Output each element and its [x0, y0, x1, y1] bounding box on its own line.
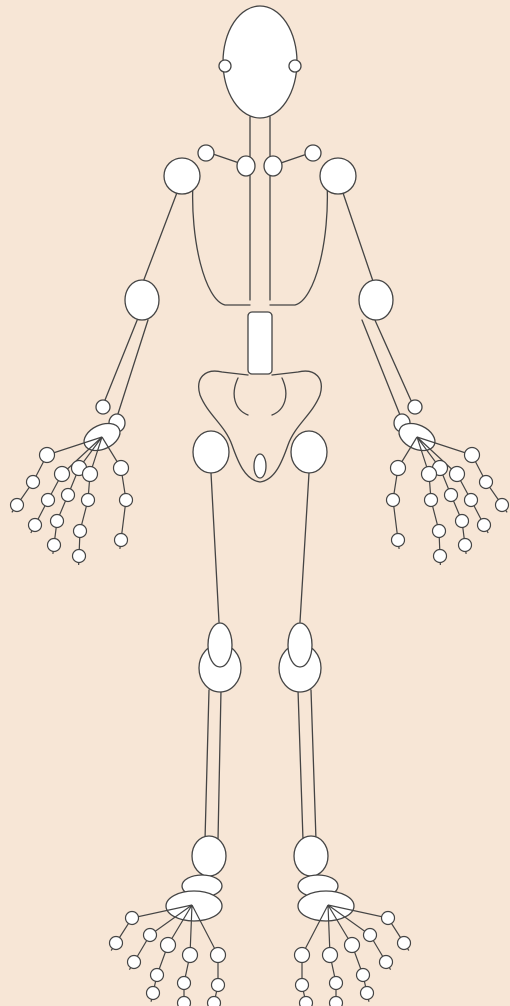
hand-left-digit-1-joint-1 [40, 448, 55, 463]
foot-right-digit-1-joint-1 [382, 912, 395, 925]
foot-right-digit-4-joint-2 [330, 977, 343, 990]
foot-right-digit-5-joint-2 [296, 979, 309, 992]
hand-right-digit-4-joint-2 [425, 494, 438, 507]
skull [223, 6, 297, 118]
hand-left-digit-3-joint-3 [51, 515, 64, 528]
knee-right-joint-inner [288, 623, 312, 667]
hand-left-digit-4-joint-3 [74, 525, 87, 538]
foot-right-digit-1-joint-2 [398, 937, 411, 950]
hand-right-digit-4-joint-3 [433, 525, 446, 538]
hand-right-digit-1-joint-1 [465, 448, 480, 463]
foot-right-digit-3-joint-2 [357, 969, 370, 982]
hip-left-joint [193, 431, 229, 473]
hand-left-digit-5-joint-1 [114, 461, 129, 476]
heel-right-b [298, 891, 354, 921]
wrist-left-joint-a [96, 400, 110, 414]
hand-right-digit-4-joint-4 [434, 550, 447, 563]
shoulder-left-joint [164, 158, 200, 194]
foot-left-digit-4-joint-1 [183, 948, 198, 963]
ankle-left-joint [192, 836, 226, 876]
coccyx [254, 454, 266, 478]
foot-left-digit-3-joint-2 [151, 969, 164, 982]
ear-right-joint [289, 60, 301, 72]
hand-left-digit-2-joint-3 [29, 519, 42, 532]
hand-right-digit-3-joint-3 [456, 515, 469, 528]
foot-right-digit-2-joint-1 [364, 929, 377, 942]
shoulder-right-joint [320, 158, 356, 194]
sternum-left-joint [237, 156, 255, 176]
hand-left-digit-4-joint-1 [83, 467, 98, 482]
foot-left-digit-4-joint-3 [178, 997, 191, 1006]
foot-left-digit-3-joint-1 [161, 938, 176, 953]
foot-left-digit-4-joint-2 [178, 977, 191, 990]
foot-left-digit-2-joint-2 [128, 956, 141, 969]
foot-left-digit-2-joint-1 [144, 929, 157, 942]
foot-left-digit-5-joint-2 [212, 979, 225, 992]
hand-left-digit-1-joint-3 [11, 499, 24, 512]
foot-left-digit-5-joint-3 [208, 997, 221, 1006]
elbow-left-joint [125, 280, 159, 320]
foot-right-digit-4-joint-3 [330, 997, 343, 1006]
hand-left-digit-3-joint-4 [48, 539, 61, 552]
heel-left-b [166, 891, 222, 921]
hand-right-digit-2-joint-1 [450, 467, 465, 482]
hand-right-digit-5-joint-2 [387, 494, 400, 507]
foot-right-digit-2-joint-2 [380, 956, 393, 969]
foot-left-digit-1-joint-1 [126, 912, 139, 925]
foot-left-digit-5-joint-1 [211, 948, 226, 963]
foot-right-digit-5-joint-1 [295, 948, 310, 963]
foot-right-digit-4-joint-1 [323, 948, 338, 963]
hand-left-digit-5-joint-3 [115, 534, 128, 547]
hand-right-digit-4-joint-1 [422, 467, 437, 482]
elbow-right-joint [359, 280, 393, 320]
foot-right-digit-3-joint-3 [361, 987, 374, 1000]
ear-left-joint [219, 60, 231, 72]
hand-left-digit-2-joint-2 [42, 494, 55, 507]
hand-left-digit-4-joint-4 [73, 550, 86, 563]
foot-left-digit-1-joint-2 [110, 937, 123, 950]
hand-left-digit-3-joint-2 [62, 489, 75, 502]
clavicle-left-joint [198, 145, 214, 161]
hand-left-digit-2-joint-1 [55, 467, 70, 482]
clavicle-right-joint [305, 145, 321, 161]
hip-right-joint [291, 431, 327, 473]
hand-right-digit-1-joint-2 [480, 476, 493, 489]
hand-left-digit-4-joint-2 [82, 494, 95, 507]
knee-left-joint-inner [208, 623, 232, 667]
foot-right-digit-5-joint-3 [300, 997, 313, 1006]
foot-left-digit-3-joint-3 [147, 987, 160, 1000]
hand-right-digit-2-joint-3 [478, 519, 491, 532]
hand-right-digit-5-joint-1 [391, 461, 406, 476]
hand-left-digit-1-joint-2 [27, 476, 40, 489]
sternum-right-joint [264, 156, 282, 176]
wrist-right-joint-a [408, 400, 422, 414]
hand-right-digit-2-joint-2 [465, 494, 478, 507]
lumbar-vertebra [248, 312, 272, 374]
foot-right-digit-3-joint-1 [345, 938, 360, 953]
ankle-right-joint [294, 836, 328, 876]
hand-right-digit-3-joint-2 [445, 489, 458, 502]
hand-left-digit-5-joint-2 [120, 494, 133, 507]
hand-right-digit-1-joint-3 [496, 499, 509, 512]
hand-right-digit-3-joint-4 [459, 539, 472, 552]
hand-right-digit-5-joint-3 [392, 534, 405, 547]
